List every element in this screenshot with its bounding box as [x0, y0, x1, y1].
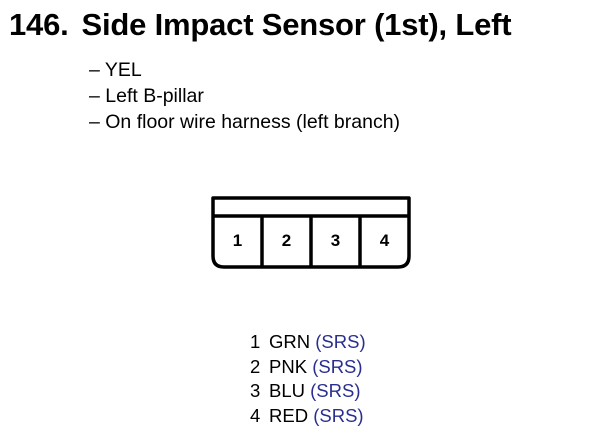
connector-housing [211, 196, 411, 269]
connector-name: Side Impact Sensor (1st), Left [81, 7, 512, 42]
connector-details: – YEL – Left B-pillar – On floor wire ha… [89, 57, 400, 135]
terminal-wire-color: RED [269, 404, 309, 426]
terminal-system: (SRS) [310, 380, 361, 401]
terminal-wire-color: PNK [269, 355, 308, 377]
connector-color: – YEL [89, 59, 142, 81]
page-title: 146. Side Impact Sensor (1st), Left [9, 7, 512, 43]
terminal-pin: 4 [250, 404, 261, 426]
pin-label-1: 1 [233, 231, 242, 250]
pin-label-3: 3 [331, 231, 340, 250]
connector-location: – Left B-pillar [89, 85, 204, 107]
terminal-system: (SRS) [313, 404, 364, 426]
terminal-wire-color: GRN [269, 331, 311, 352]
terminal-pin: 3 [250, 380, 261, 401]
terminal-row: 1 GRN (SRS) [250, 330, 366, 355]
terminal-row: 3 BLU (SRS) [250, 379, 366, 404]
terminal-pin: 2 [250, 355, 261, 377]
terminal-pin: 1 [250, 331, 261, 352]
connector-number: 146. [9, 7, 69, 42]
terminal-system: (SRS) [312, 355, 363, 377]
terminal-row: 2 PNK (SRS) [250, 355, 366, 380]
terminal-system: (SRS) [315, 331, 366, 352]
pin-label-4: 4 [380, 231, 390, 250]
terminal-row: 4 RED (SRS) [250, 404, 366, 429]
terminal-wire-color: BLU [269, 380, 305, 401]
pin-label-2: 2 [282, 231, 291, 250]
connector-harness: – On floor wire harness (left branch) [89, 111, 401, 133]
terminal-legend: 1 GRN (SRS) 2 PNK (SRS) 3 BLU (SRS) 4 RED (S… [250, 330, 366, 428]
